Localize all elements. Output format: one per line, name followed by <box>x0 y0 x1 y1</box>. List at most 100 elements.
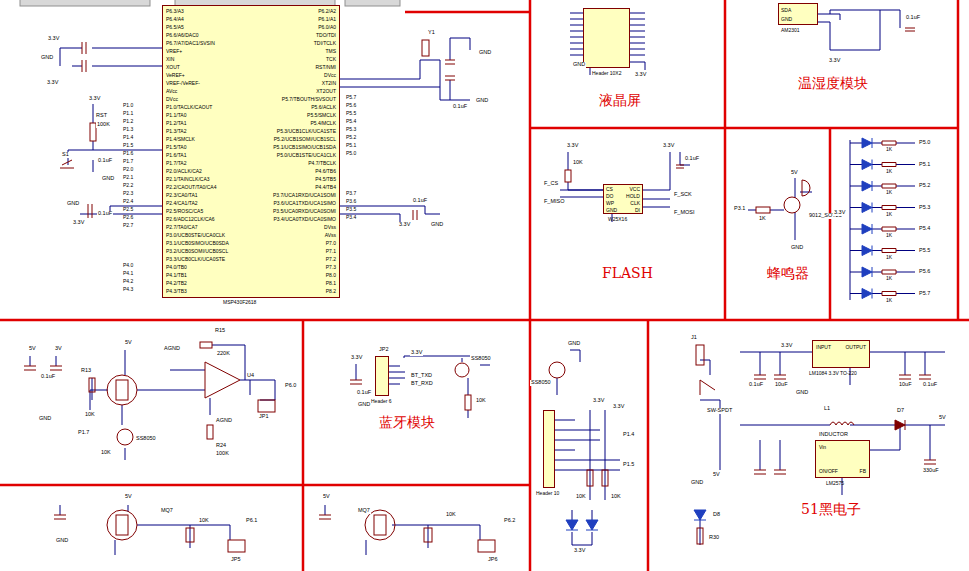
component-label: 3.3V <box>573 548 586 554</box>
component-label: 100K <box>96 122 111 128</box>
net-label: P5.5 <box>918 248 931 254</box>
component-label: GND <box>66 201 80 207</box>
net-label: P5.0 <box>918 140 931 146</box>
lcd-header: Header 10X2 <box>583 8 630 68</box>
component-label: GND <box>572 62 586 68</box>
component-label: R24 <box>215 443 227 449</box>
pin-name: P5.5/SMCLK <box>307 113 336 118</box>
pin-name: P1.4/SMCLK <box>166 137 195 142</box>
component-label: 3.3V <box>662 143 675 149</box>
bluetooth-header: Header 6 <box>375 356 389 396</box>
component-label: 3.3V <box>612 404 625 410</box>
component-label: MQ7 <box>160 508 174 514</box>
component-label: 5V <box>124 340 133 346</box>
net-label: P2.6 <box>122 215 134 220</box>
component-label: 3.3V <box>780 343 793 349</box>
pin-name: TDO/TDI <box>316 33 336 38</box>
component-label: BT_RXD <box>410 381 434 387</box>
pin-name: XT2OUT <box>316 89 336 94</box>
pin-name: P6.2/A2 <box>318 9 336 14</box>
component-label: F_CS <box>543 181 559 187</box>
component-label: 5V <box>322 494 331 500</box>
component-label: 330uF <box>922 468 940 474</box>
net-label: P5.3 <box>918 205 931 211</box>
regulator-chip: VinON/OFFFBLM2575 <box>815 440 870 478</box>
component-label: 3.3V <box>88 96 101 102</box>
component-label: 0.1uF <box>97 158 113 164</box>
pin-name: WP <box>606 201 614 206</box>
module-title: 蜂鸣器 <box>766 266 810 281</box>
pin-name: P2.2/CAOUT/TA0/CA4 <box>166 185 216 190</box>
net-label: P5.6 <box>918 269 931 275</box>
component-label: AGND <box>163 346 181 352</box>
pin-name: P3.1/UCB0SIMO/UCB0SDA <box>166 241 229 246</box>
pin-name: DO <box>606 194 614 199</box>
net-label: P5.7 <box>345 95 357 100</box>
pin-name: CS <box>606 187 613 192</box>
pin-name: P6.7/A7/DAC1/SVSIN <box>166 41 215 46</box>
pin-name: P4.5/TB5 <box>315 177 336 182</box>
pin-name: P3.3/UCB0CLK/UCA0STE <box>166 257 225 262</box>
component-label: 3.3V <box>634 72 647 78</box>
pin-name: SDA <box>781 8 791 13</box>
module-title: 51黑电子 <box>800 502 862 517</box>
net-label: P5.2 <box>918 183 931 189</box>
component-label: 10K <box>475 398 487 404</box>
module-title: FLASH <box>601 266 654 281</box>
component-label: L1 <box>823 406 831 412</box>
net-label: P5.5 <box>345 111 357 116</box>
component-label: Y1 <box>427 30 436 36</box>
component-label: 3.3V <box>72 220 85 226</box>
pin-name: FB <box>860 469 866 474</box>
component-label: P6.1 <box>245 518 258 524</box>
pin-name: P5.1/UCB1SIMO/UCB1SDA <box>273 145 336 150</box>
pin-name: P1.1/TA0 <box>166 113 186 118</box>
pin-name: ON/OFF <box>819 469 838 474</box>
pin-name: P1.3/TA2 <box>166 129 186 134</box>
opamp-symbol <box>205 362 240 398</box>
component-label: SS8050 <box>135 436 157 442</box>
component-label: MQ7 <box>357 508 371 514</box>
pin-name: DVcc <box>166 97 178 102</box>
pin-name: TDI/TCLK <box>314 41 336 46</box>
pin-name: OUTPUT <box>845 345 866 350</box>
net-label: P2.5 <box>122 207 134 212</box>
component-label: 10K <box>445 512 457 518</box>
pin-name: P5.3/UCB1CLK/UCA1STE <box>277 129 336 134</box>
component-label: GND <box>478 50 492 56</box>
component-label: 5V <box>790 170 799 176</box>
pin-name: MSP430F2618 <box>223 300 256 305</box>
component-label: 0.1uF <box>452 104 468 110</box>
component-label: 0.1uF <box>905 15 921 21</box>
resistor-value: 1K <box>885 298 893 303</box>
flash-chip: CSDOWPGNDVCCHOLDCLKDIW25X16 <box>603 184 643 214</box>
component-label: GND <box>357 402 371 408</box>
pin-name: XT2IN <box>322 81 336 86</box>
pin-name: P1.2/TA1 <box>166 121 186 126</box>
pin-name: TCK <box>326 57 336 62</box>
component-label: BT_TXD <box>410 373 433 379</box>
pin-name: P6.3/A3 <box>166 9 184 14</box>
component-label: AGND <box>215 418 233 424</box>
component-label: 3.3V <box>833 210 846 216</box>
net-label: P2.1 <box>122 175 134 180</box>
pin-name: DVss <box>324 225 336 230</box>
net-label: P3.5 <box>345 207 357 212</box>
net-label: P1.4 <box>122 135 134 140</box>
pin-name: P7.2 <box>326 257 336 262</box>
component-label: 0.1uF <box>356 390 372 396</box>
net-label: P1.0 <box>122 103 134 108</box>
pin-name: XIN <box>166 57 174 62</box>
net-label: P1.3 <box>122 127 134 132</box>
pin-name: VREF-/VeREF- <box>166 81 200 86</box>
net-label: P3.4 <box>345 215 357 220</box>
component-label: 10K <box>572 160 584 166</box>
pin-name: DI <box>635 208 640 213</box>
component-label: 3.3V <box>398 222 411 228</box>
component-label: JP6 <box>487 557 498 563</box>
pin-name: P3.2/UCB0SOMI/UCB0SCL <box>166 249 228 254</box>
net-label: P1.1 <box>122 111 134 116</box>
component-label: P6.2 <box>503 518 516 524</box>
component-label: GND <box>690 480 704 486</box>
component-label: GND <box>567 341 581 347</box>
